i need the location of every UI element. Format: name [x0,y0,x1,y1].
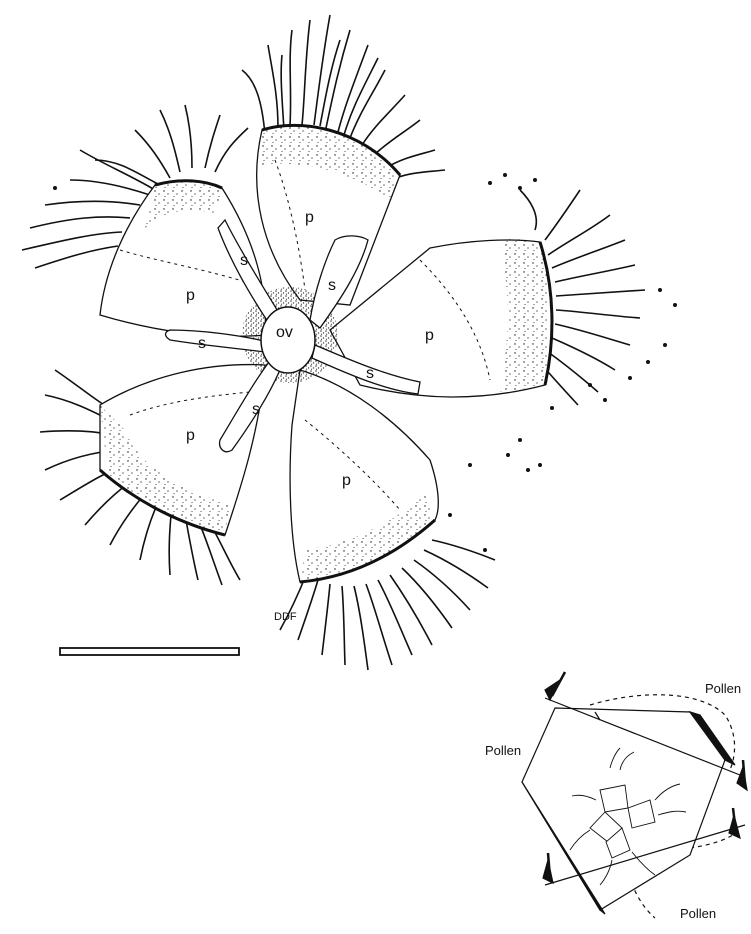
scale-bar [60,648,239,655]
inset-label-pollen-left: Pollen [485,743,521,758]
label-sepal-top: s [328,277,336,294]
illustrator-initials: DDF [274,611,297,623]
label-petal-top: p [305,209,314,226]
label-petal-upper-left: p [186,287,195,304]
label-petal-right: p [425,327,434,344]
inset-diagram: Pollen Pollen Pollen [485,672,747,921]
arrow-icon [543,853,553,883]
label-petal-bottom: p [342,472,351,489]
label-ovary: ov [276,324,293,341]
arrow-icon [545,672,565,700]
label-sepal-right: s [366,365,374,382]
flower: p p p p p s s s s s ov DDF [22,15,677,670]
inset-label-pollen-top: Pollen [705,681,741,696]
label-sepal-upper-left: s [240,252,248,269]
arrow-icon [729,808,740,838]
inset-label-pollen-bottom: Pollen [680,906,716,921]
label-petal-lower-left: p [186,427,195,444]
label-sepal-lower-left: s [252,401,260,418]
label-sepal-left: s [198,335,206,352]
